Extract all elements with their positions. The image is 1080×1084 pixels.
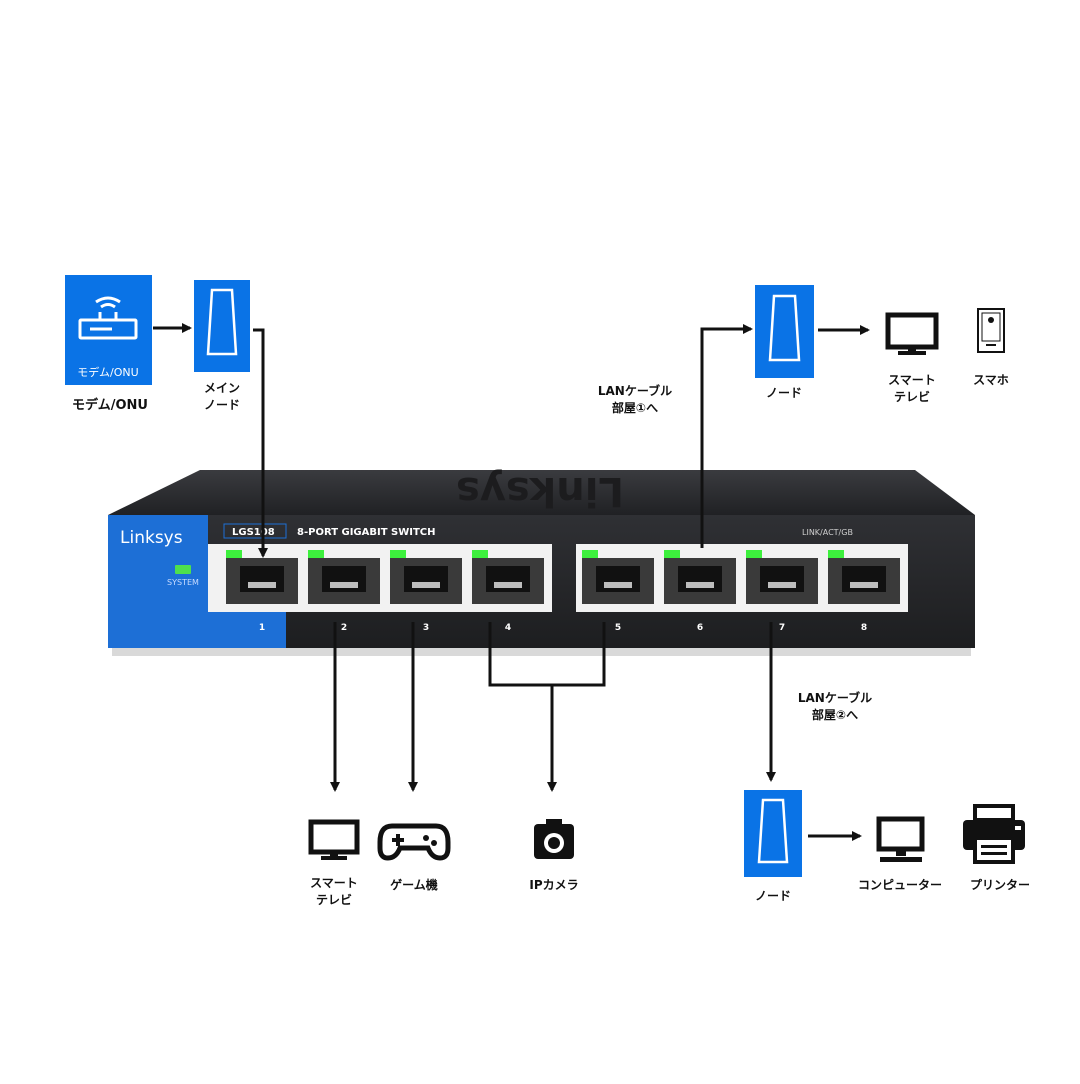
port-number-3: 3	[423, 623, 429, 633]
node-tower-icon	[768, 294, 801, 362]
node-room2[interactable]	[744, 790, 802, 877]
game-controller-icon	[377, 823, 451, 861]
system-label: SYSTEM	[167, 578, 199, 587]
node-room1[interactable]	[755, 285, 814, 378]
port-contacts	[412, 582, 440, 588]
link-ports-4-5-junction	[488, 622, 606, 687]
switch-base-shadow	[112, 648, 971, 656]
smart-tv-top-caption: スマート テレビ	[888, 373, 936, 404]
port-socket	[240, 566, 284, 592]
port-contacts	[494, 582, 522, 588]
switch: Linksys Linksys SYSTEM LGS108 8-PORT GIG…	[108, 468, 975, 656]
node-room2-box[interactable]	[744, 790, 802, 877]
port-led	[308, 550, 324, 558]
switch-model-mark	[223, 523, 287, 539]
link-main-node-to-port1	[253, 328, 268, 558]
switch-blue-strip	[208, 612, 286, 648]
port-number-5: 5	[615, 623, 621, 633]
port-led	[390, 550, 406, 558]
smart-tv-bottom-caption: スマート テレビ	[310, 876, 358, 907]
port-number-8: 8	[861, 623, 867, 633]
port-number-6: 6	[697, 623, 703, 633]
port-4[interactable]	[472, 550, 544, 604]
port-led	[746, 550, 762, 558]
main-node-box[interactable]	[194, 280, 250, 372]
port-8[interactable]	[828, 550, 900, 604]
switch-model: LGS108	[232, 527, 275, 538]
node-room2-caption: ノード	[754, 889, 791, 903]
port-contacts	[768, 582, 796, 588]
node-room1-box[interactable]	[755, 285, 814, 378]
port-led	[472, 550, 488, 558]
node-room1-caption: ノード	[765, 386, 802, 400]
port-led	[226, 550, 242, 558]
switch-top	[108, 470, 975, 515]
link-port6-to-node-room1	[700, 324, 753, 548]
port-led	[664, 550, 680, 558]
port-5[interactable]	[582, 550, 654, 604]
connections	[153, 323, 870, 841]
port-7[interactable]	[746, 550, 818, 604]
port-1[interactable]	[226, 550, 298, 604]
port-socket	[678, 566, 722, 592]
switch-blue-panel	[108, 515, 208, 648]
modem-caption: モデム/ONU	[72, 398, 148, 413]
lan-room2-caption: LANケーブル 部屋②へ	[797, 691, 873, 722]
port-contacts	[248, 582, 276, 588]
port-3[interactable]	[390, 550, 462, 604]
port-contacts	[330, 582, 358, 588]
node-tower-icon	[757, 798, 789, 864]
port-socket	[322, 566, 366, 592]
router-icon	[78, 296, 138, 340]
port-contacts	[686, 582, 714, 588]
port-number-7: 7	[779, 623, 785, 633]
modem-box-label: モデム/ONU	[77, 365, 138, 379]
port-2[interactable]	[308, 550, 380, 604]
switch-top-logo: Linksys	[456, 468, 624, 514]
port-socket	[842, 566, 886, 592]
port-led	[828, 550, 844, 558]
link-label: LINK/ACT/GB	[802, 528, 853, 537]
smart-tv-top-icon	[885, 312, 939, 355]
switch-title: 8-PORT GIGABIT SWITCH	[297, 527, 436, 538]
game-console-caption: ゲーム機	[390, 878, 438, 892]
main-node-caption: メイン ノード	[203, 381, 240, 412]
smart-tv-bottom-icon	[308, 819, 360, 860]
printer-icon	[963, 804, 1025, 864]
port-contacts	[604, 582, 632, 588]
switch-brand: Linksys	[120, 528, 183, 548]
port-number-1: 1	[259, 623, 265, 633]
port-number-4: 4	[505, 623, 511, 633]
port-socket	[760, 566, 804, 592]
port-contacts	[850, 582, 878, 588]
printer-caption: プリンター	[969, 878, 1030, 892]
port-socket	[486, 566, 530, 592]
port-socket	[404, 566, 448, 592]
computer-caption: コンピューター	[857, 878, 942, 892]
node-tower-icon	[206, 288, 238, 356]
port-socket	[596, 566, 640, 592]
system-led	[175, 565, 191, 574]
camera-icon	[534, 819, 574, 859]
computer-icon	[876, 816, 925, 862]
port-number-2: 2	[341, 623, 347, 633]
smartphone-caption: スマホ	[973, 373, 1009, 387]
main-node[interactable]	[194, 280, 250, 372]
ip-camera-caption: IPカメラ	[529, 878, 579, 892]
modem[interactable]: モデム/ONU	[65, 275, 152, 385]
port-led	[582, 550, 598, 558]
lan-room1-caption: LANケーブル 部屋①へ	[597, 384, 673, 415]
port-6[interactable]	[664, 550, 736, 604]
smartphone-icon	[977, 308, 1005, 353]
